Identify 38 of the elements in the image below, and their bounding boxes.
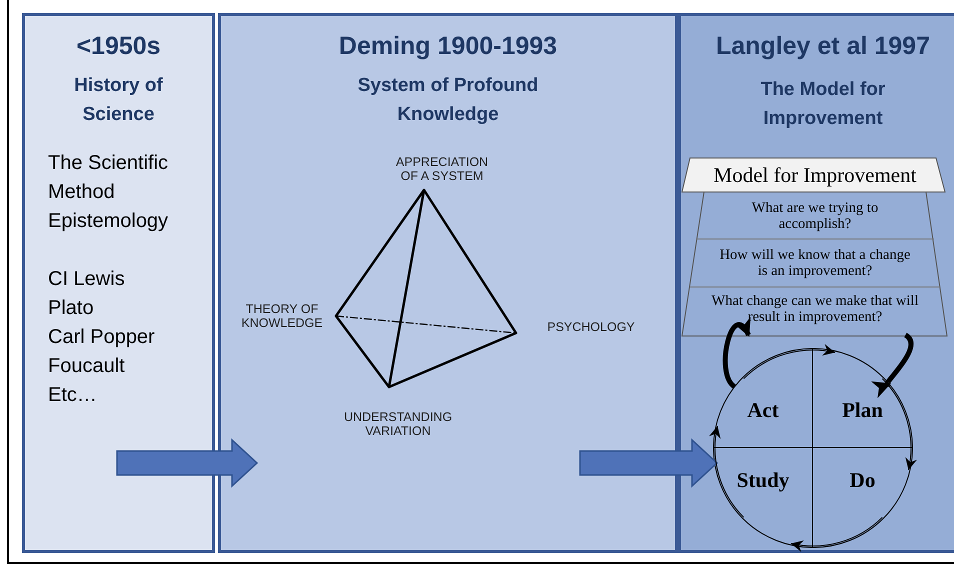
question-text: How will we know that a change is an improvement? xyxy=(718,247,912,279)
list-item: Carl Popper xyxy=(48,325,156,350)
panel-subheading: System of Profound Knowledge xyxy=(356,74,540,127)
cycle-arrow xyxy=(710,425,744,518)
cycle-arrow xyxy=(882,378,916,471)
question-text: What are we trying to accomplish? xyxy=(750,200,880,232)
list-item: CI Lewis xyxy=(48,267,126,292)
panel-subheading: History of Science xyxy=(73,74,164,127)
list-item: Foucault xyxy=(48,354,126,379)
vertex-label: PSYCHOLOGY xyxy=(546,320,636,334)
column-panel xyxy=(22,13,215,553)
block-arrow xyxy=(116,438,258,488)
cycle-step-label: Study xyxy=(736,468,790,493)
list-item: Epistemology xyxy=(48,209,170,234)
list-item: The Scientific Method xyxy=(48,151,170,205)
cycle-circle xyxy=(713,348,913,548)
block-arrow xyxy=(579,438,718,488)
cycle-arrow xyxy=(743,344,836,380)
list-item: Etc… xyxy=(48,383,98,408)
cycle-arrow xyxy=(790,516,883,552)
column-panel xyxy=(678,13,954,553)
list-item: Plato xyxy=(48,296,95,321)
vertex-label: THEORY OF KNOWLEDGE xyxy=(240,302,324,330)
panel-heading: Deming 1900-1993 xyxy=(338,32,558,61)
curved-arrow xyxy=(722,316,751,388)
cycle-quadrant xyxy=(714,349,813,448)
panel-heading: <1950s xyxy=(76,32,161,61)
funnel-title: Model for Improvement xyxy=(712,162,918,188)
question-text: What change can we make that will result in improvement? xyxy=(710,293,920,325)
curved-arrow xyxy=(872,333,914,396)
cycle-step-label: Plan xyxy=(842,398,883,423)
cycle-step-label: Act xyxy=(747,398,779,423)
cycle-step-label: Do xyxy=(850,468,876,493)
vertex-label: UNDERSTANDING VARIATION xyxy=(342,410,454,438)
panel-heading: Langley et al 1997 xyxy=(716,32,930,61)
panel-subheading: The Model for Improvement xyxy=(760,78,886,131)
column-panel xyxy=(218,13,678,553)
vertex-label: APPRECIATION OF A SYSTEM xyxy=(394,155,490,183)
